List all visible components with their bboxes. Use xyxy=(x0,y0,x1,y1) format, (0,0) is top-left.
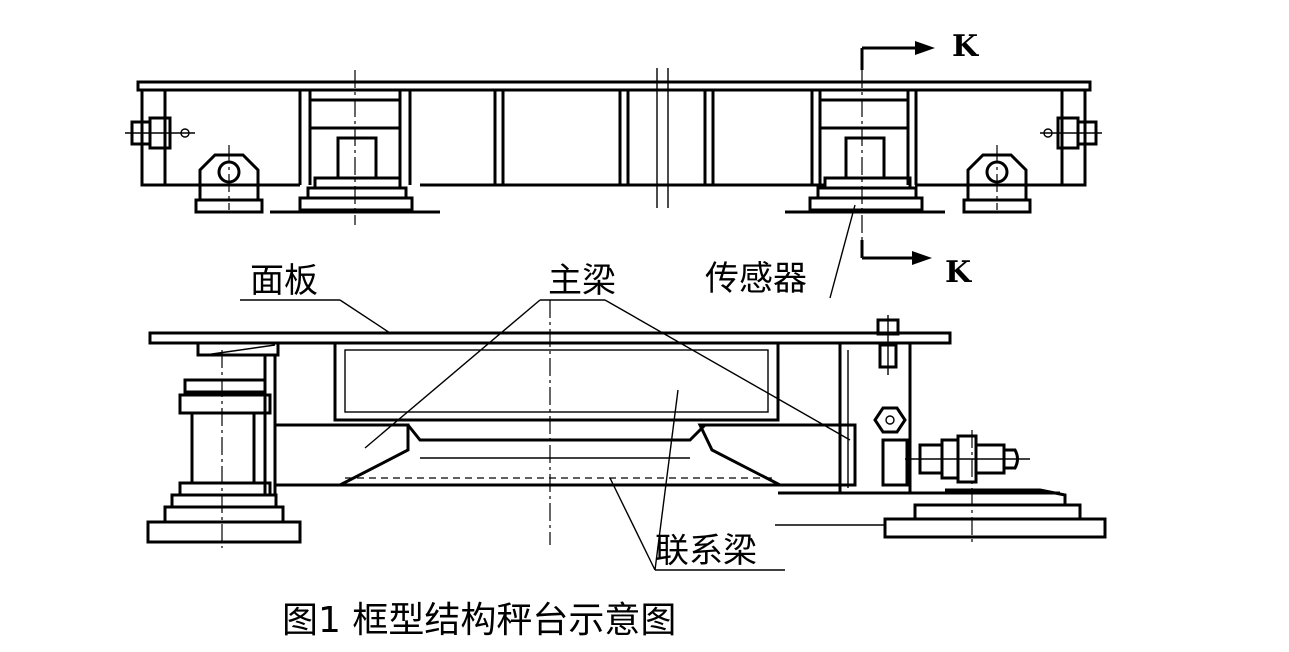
right-bolt-group xyxy=(1040,116,1102,150)
right-stop-bracket xyxy=(962,145,1032,214)
tie-beam xyxy=(273,423,857,487)
leader-lines xyxy=(240,204,856,571)
top-bolt xyxy=(876,315,900,375)
panel-label: 面板 xyxy=(250,261,318,301)
break-lines xyxy=(656,68,669,208)
main-beam-label: 主梁 xyxy=(548,261,616,301)
right-sensor-assembly xyxy=(785,98,945,214)
section-marker xyxy=(860,41,935,265)
section-view xyxy=(146,204,1107,571)
sensor-label: 传感器 xyxy=(705,259,807,299)
front-elevation-view xyxy=(125,41,1102,265)
left-bolt-group xyxy=(125,116,195,150)
frame-outline xyxy=(140,90,1087,187)
section-k-bottom-label: K xyxy=(945,255,972,290)
left-stop-bracket xyxy=(194,145,264,214)
tie-beam-label: 联系梁 xyxy=(655,531,757,571)
hex-nut xyxy=(873,406,907,434)
figure-caption: 图1 框型结构秤台示意图 xyxy=(282,600,676,641)
stiffeners xyxy=(163,90,1064,185)
deck-plate-elevation xyxy=(136,80,1092,92)
section-k-top-label: K xyxy=(952,29,979,64)
side-bolt-assembly xyxy=(775,430,1107,545)
left-load-cell xyxy=(146,350,302,548)
left-sensor-assembly xyxy=(270,70,440,225)
